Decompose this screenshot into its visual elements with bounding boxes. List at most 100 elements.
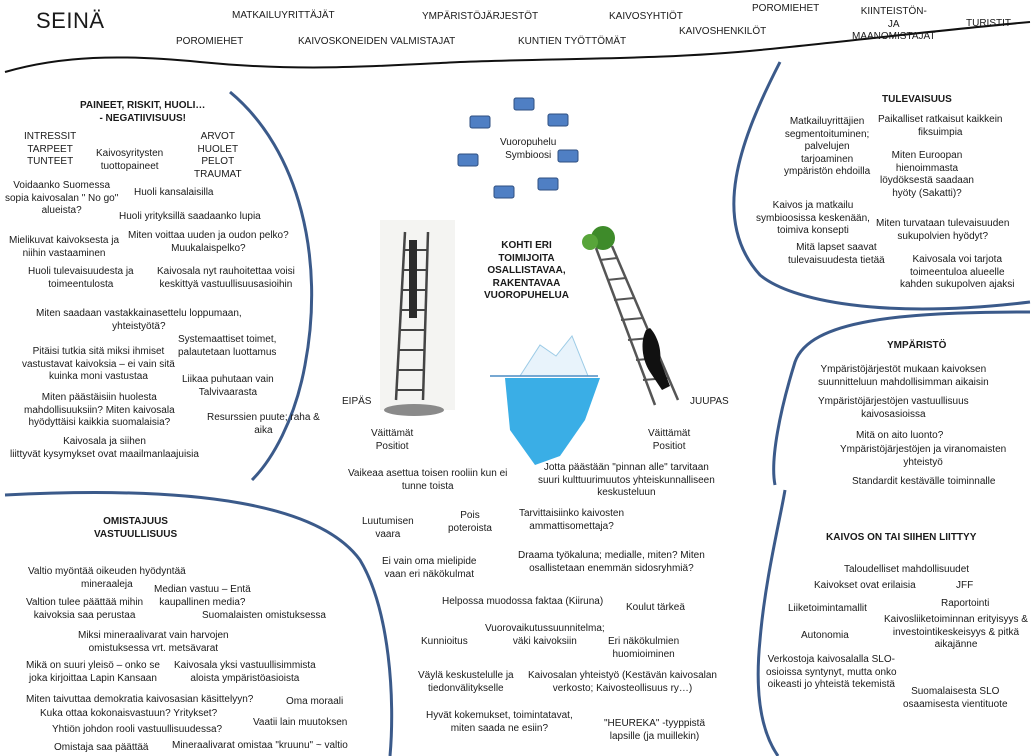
stakeholder-label: KAIVOSHENKILÖT xyxy=(679,26,767,37)
note: Jotta päästään "pinnan alle" tarvitaan s… xyxy=(538,462,715,498)
note: Pois poteroista xyxy=(448,510,492,534)
ymparisto-heading: YMPÄRISTÖ xyxy=(887,340,947,351)
stakeholder-label: TURISTIT xyxy=(966,18,1011,29)
note: Voidaanko Suomessa sopia kaivosalan " No… xyxy=(5,180,119,216)
note: Kunnioitus xyxy=(421,636,468,647)
circle-box xyxy=(513,97,535,111)
kaivos-heading: KAIVOS ON TAI SIIHEN LIITTYY xyxy=(826,532,977,543)
note: Väylä keskustelulle ja tiedonvälityksell… xyxy=(418,670,514,694)
stakeholder-label: KAIVOSYHTIÖT xyxy=(609,11,683,22)
note: Kaivosala ja siihen liittyvät kysymykset… xyxy=(10,436,199,460)
stakeholder-label: MATKAILUYRITTÄJÄT xyxy=(232,10,335,21)
note: JFF xyxy=(956,580,974,591)
note: Pitäisi tutkia sitä miksi ihmiset vastus… xyxy=(22,346,175,382)
negatiivisuus-arc xyxy=(229,90,314,482)
stakeholder-label: KIINTEISTÖN- JA MAANOMISTAJAT xyxy=(852,6,936,42)
wall-line xyxy=(4,21,1031,73)
omistajuus-arc xyxy=(4,491,394,756)
juupas-subtitle: Väittämät Positiot xyxy=(648,428,691,452)
circle-box xyxy=(557,149,579,163)
note: Mitä lapset saavat tulevaisuudesta tietä… xyxy=(788,242,885,266)
stakeholder-label: POROMIEHET xyxy=(752,3,820,14)
circle-box xyxy=(457,153,479,167)
note: Miten turvataan tulevaisuuden sukupolvie… xyxy=(876,218,1010,242)
stakeholder-label: POROMIEHET xyxy=(176,36,244,47)
note: Mikä on suuri yleisö – onko se joka kirj… xyxy=(26,660,160,684)
note: Matkailuyrittäjien segmentoituminen; pal… xyxy=(784,116,871,177)
note: Kaivokset ovat erilaisia xyxy=(814,580,916,591)
note: Mitä on aito luonto? xyxy=(856,430,944,441)
note: Kaivosalan yhteistyö (Kestävän kaivosala… xyxy=(528,670,717,694)
note: Kaivos ja matkailu symbioosissa keskenää… xyxy=(756,200,870,236)
note: Valtion tulee päättää mihin kaivoksia sa… xyxy=(26,597,144,621)
note: Paikalliset ratkaisut kaikkein fiksuimpi… xyxy=(878,114,1003,138)
note: Oma moraali xyxy=(286,696,344,707)
note: Huoli kansalaisilla xyxy=(134,187,214,198)
note: ARVOT HUOLET PELOT TRAUMAT xyxy=(194,131,242,180)
stakeholder-label: KUNTIEN TYÖTTÖMÄT xyxy=(518,36,627,47)
note: Draama työkaluna; medialle, miten? Miten… xyxy=(518,550,705,574)
note: Liiketoimintamallit xyxy=(788,603,867,614)
note: Vuorovaikutussuunnitelma; väki kaivoksii… xyxy=(485,623,605,647)
iceberg-image xyxy=(490,335,600,465)
note: Miksi mineraalivarat vain harvojen omist… xyxy=(78,630,229,654)
note: Ympäristöjärjestöjen vastuullisuus kaivo… xyxy=(818,396,969,420)
note: Ympäristöjärjestöt mukaan kaivoksen suun… xyxy=(818,364,989,388)
note: Helpossa muodossa faktaa (Kiiruna) xyxy=(442,596,604,607)
note: Standardit kestävälle toiminnalle xyxy=(852,476,996,487)
note: INTRESSIT TARPEET TUNTEET xyxy=(24,131,77,167)
note: Eri näkökulmien huomioiminen xyxy=(608,636,680,660)
note: Kuka ottaa kokonaisvastuun? Yritykset? xyxy=(40,708,218,719)
note: Miten Euroopan hienoimmasta löydöksestä … xyxy=(880,150,974,199)
note: Miten voittaa uuden ja oudon pelko? Muuk… xyxy=(128,230,289,254)
note: Systemaattiset toimet, palautetaan luott… xyxy=(178,334,277,358)
note: Kaivosala nyt rauhoitettaa voisi keskitt… xyxy=(157,266,295,290)
note: Tarvittaisiinko kaivosten ammattisometta… xyxy=(519,508,625,532)
note: Raportointi xyxy=(941,598,990,609)
note: Kaivosala voi tarjota toimeentuloa aluee… xyxy=(900,254,1015,290)
note: Koulut tärkeä xyxy=(626,602,685,613)
note: Omistaja saa päättää xyxy=(54,742,149,753)
note: Liikaa puhutaan vain Talvivaarasta xyxy=(182,374,274,398)
note: Hyvät kokemukset, toimintatavat, miten s… xyxy=(426,710,573,734)
omistajuus-heading: OMISTAJUUS VASTUULLISUUS xyxy=(94,516,178,540)
eipas-subtitle: Väittämät Positiot xyxy=(371,428,414,452)
circle-label: Vuoropuhelu Symbioosi xyxy=(500,137,557,161)
note: Kaivosliiketoiminnan erityisyys & invest… xyxy=(884,614,1028,650)
note: Valtio myöntää oikeuden hyödyntää minera… xyxy=(28,566,186,590)
juupas-label: JUUPAS xyxy=(690,396,729,407)
note: Huoli tulevaisuudesta ja toimeentulosta xyxy=(28,266,134,290)
circle-box xyxy=(469,115,491,129)
note: Vaatii lain muutoksen xyxy=(253,717,348,728)
note: Yhtiön johdon rooli vastuullisuudessa? xyxy=(52,724,223,735)
circle-box xyxy=(537,177,559,191)
note: Huoli yrityksillä saadaanko lupia xyxy=(119,211,261,222)
note: Vaikeaa asettua toisen rooliin kun ei tu… xyxy=(348,468,508,492)
note: Mielikuvat kaivoksesta ja niihin vastaam… xyxy=(9,235,120,259)
left-ladder-image xyxy=(380,220,455,416)
dialogue-circle-diagram xyxy=(457,97,579,199)
page-title: SEINÄ xyxy=(36,8,105,33)
note: Miten päästäisiin huolesta mahdollisuuks… xyxy=(24,392,175,428)
tulevaisuus-arc xyxy=(732,61,1031,311)
stakeholder-label: YMPÄRISTÖJÄRJESTÖT xyxy=(422,11,539,22)
note: Resurssien puute; raha & aika xyxy=(207,412,320,436)
note: Median vastuu – Entä kaupallinen media? xyxy=(154,584,251,608)
negatiivisuus-heading: PAINEET, RISKIT, HUOLI… - NEGATIIVISUUS! xyxy=(80,100,206,124)
tulevaisuus-heading: TULEVAISUUS xyxy=(882,94,952,105)
note: Luutumisen vaara xyxy=(362,516,414,540)
note: Mineraalivarat omistaa "kruunu" ~ valtio xyxy=(172,740,348,751)
stakeholder-label: KAIVOSKONEIDEN VALMISTAJAT xyxy=(298,36,456,47)
center-heading: KOHTI ERI TOIMIJOITA OSALLISTAVAA, RAKEN… xyxy=(484,240,570,301)
eipas-label: EIPÄS xyxy=(342,396,372,407)
kaivos-arc xyxy=(756,489,787,756)
note: Miten taivuttaa demokratia kaivosasian k… xyxy=(26,694,254,705)
note: Taloudelliset mahdollisuudet xyxy=(844,564,970,575)
right-ladder-image xyxy=(582,226,680,406)
note: Ympäristöjärjestöjen ja viranomaisten yh… xyxy=(840,444,1007,468)
ymparisto-arc xyxy=(772,310,1031,486)
circle-box xyxy=(493,185,515,199)
note: Suomalaisten omistuksessa xyxy=(202,610,326,621)
note: Kaivosala yksi vastuullisimmista aloista… xyxy=(174,660,316,684)
